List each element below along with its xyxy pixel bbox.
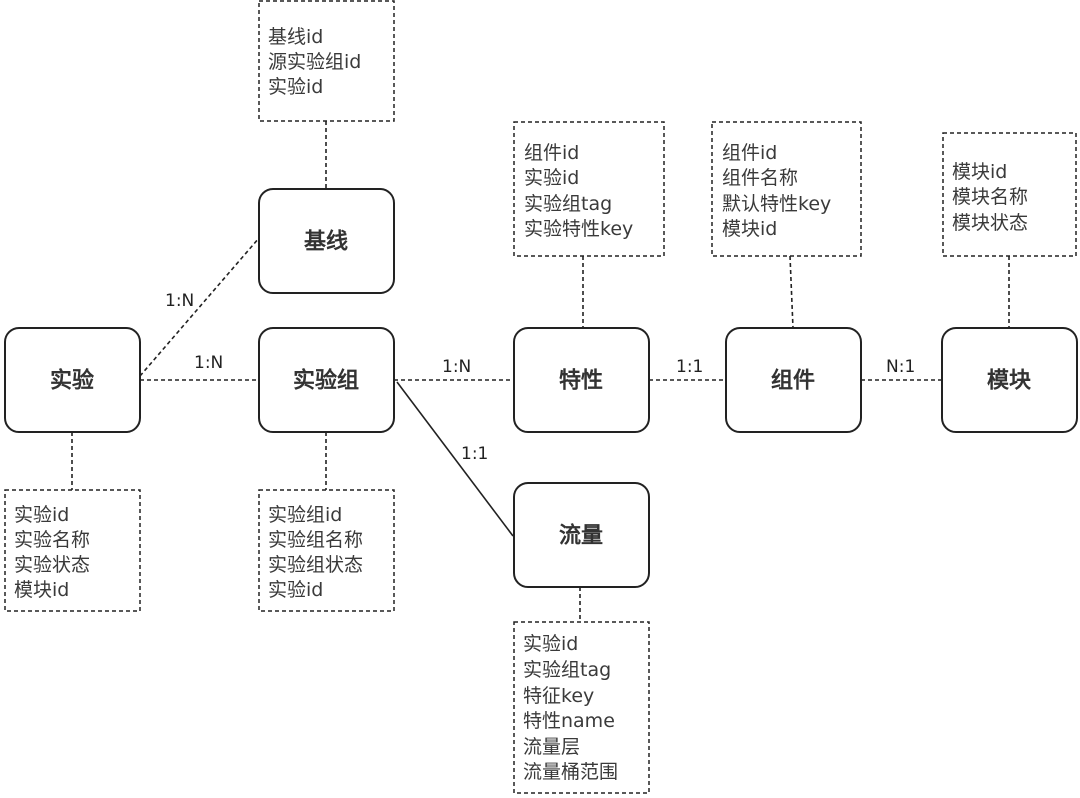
attr-item: 流量桶范围 (523, 761, 618, 783)
attr-item: 模块名称 (952, 186, 1028, 208)
attrs-feature: 组件id 实验id 实验组tag 实验特性key (513, 121, 665, 257)
entity-experiment: 实验 (4, 327, 141, 433)
attr-item: 实验组id (268, 504, 342, 526)
entity-group: 实验组 (258, 327, 395, 433)
entity-label: 基线 (304, 229, 348, 255)
relation-label-feature-component: 1:1 (676, 357, 703, 377)
attr-item: 实验特性key (524, 218, 633, 240)
attr-item: 实验名称 (14, 529, 90, 551)
attr-item: 实验组状态 (268, 554, 363, 576)
attr-item: 组件id (524, 142, 579, 164)
attr-item: 组件名称 (722, 167, 798, 189)
entity-module: 模块 (941, 327, 1078, 433)
entity-label: 特性 (559, 368, 603, 394)
link-group-traffic (396, 381, 514, 537)
attr-item: 实验状态 (14, 554, 90, 576)
attrs-group: 实验组id 实验组名称 实验组状态 实验id (258, 489, 395, 612)
attrs-baseline: 基线id 源实验组id 实验id (258, 0, 395, 122)
entity-feature: 特性 (513, 327, 650, 433)
attr-item: 实验组名称 (268, 529, 363, 551)
attrs-traffic: 实验id 实验组tag 特征key 特性name 流量层 流量桶范围 (513, 621, 650, 794)
entity-label: 流量 (559, 523, 603, 549)
relation-label-group-traffic: 1:1 (461, 444, 488, 464)
attr-item: 模块id (952, 161, 1007, 183)
link-experiment-baseline (139, 237, 260, 377)
entity-baseline: 基线 (258, 188, 395, 294)
entity-label: 实验 (50, 368, 94, 394)
attr-item: 基线id (268, 26, 323, 48)
attr-item: 实验id (268, 579, 323, 601)
attr-item: 默认特性key (722, 193, 831, 215)
attr-item: 实验id (523, 633, 578, 655)
attr-item: 模块id (722, 218, 777, 240)
attr-item: 实验id (524, 167, 579, 189)
attr-item: 实验组tag (524, 193, 612, 215)
relation-label-experiment-baseline: 1:N (165, 291, 194, 311)
attr-item: 组件id (722, 142, 777, 164)
attr-item: 实验组tag (523, 659, 611, 681)
attr-item: 实验id (14, 504, 69, 526)
attr-item: 模块id (14, 579, 69, 601)
relation-label-group-feature: 1:N (442, 357, 471, 377)
entity-label: 实验组 (293, 368, 359, 394)
relation-label-experiment-group: 1:N (194, 353, 223, 373)
entity-label: 组件 (771, 368, 815, 394)
entity-label: 模块 (987, 369, 1032, 394)
relation-label-component-module: N:1 (886, 357, 915, 377)
attr-item: 模块状态 (952, 212, 1028, 234)
attrs-component: 组件id 组件名称 默认特性key 模块id (711, 121, 862, 257)
attr-item: 流量层 (523, 736, 580, 758)
attrs-experiment: 实验id 实验名称 实验状态 模块id (4, 489, 141, 612)
attr-item: 特性name (523, 710, 615, 732)
entity-component: 组件 (725, 327, 862, 433)
attr-item: 源实验组id (268, 51, 361, 73)
attrs-module: 模块id 模块名称 模块状态 (942, 132, 1077, 257)
attr-item: 特征key (523, 685, 594, 707)
connector-component-attrs (789, 255, 794, 329)
attr-item: 实验id (268, 76, 323, 98)
entity-traffic: 流量 (513, 482, 650, 588)
